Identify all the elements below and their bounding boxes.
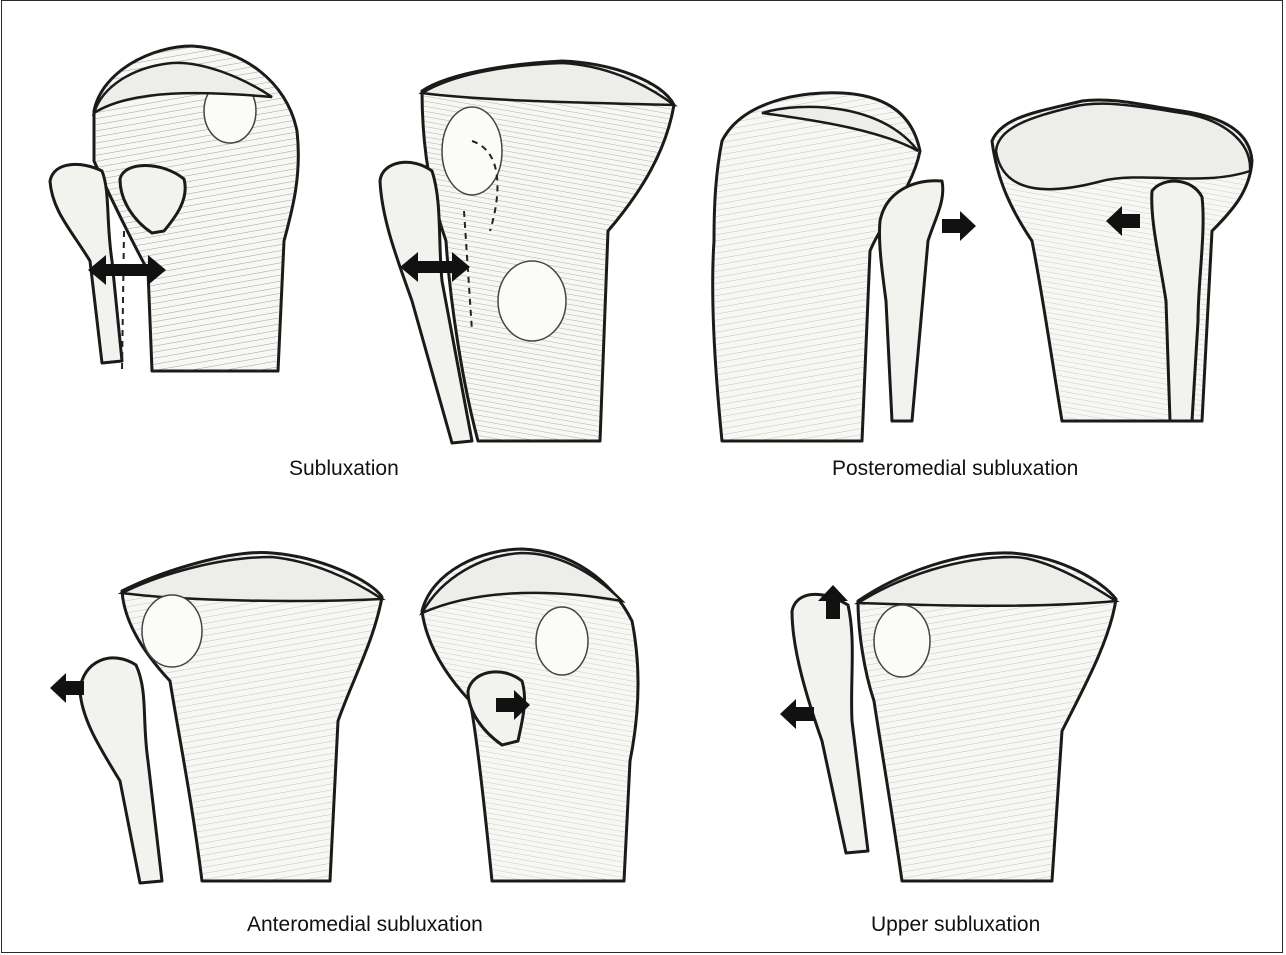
tibia-view-4 — [992, 100, 1252, 421]
panel-subluxation — [50, 46, 674, 443]
tibia-view-2 — [380, 61, 674, 443]
arrow-right-icon — [942, 211, 976, 241]
tibia-view-6 — [422, 549, 638, 881]
caption-anteromedial-subluxation: Anteromedial subluxation — [247, 913, 483, 937]
tibia-view-7 — [792, 553, 1116, 881]
tibia-view-3 — [713, 93, 943, 441]
panel-posteromedial — [713, 93, 1252, 441]
caption-subluxation: Subluxation — [289, 457, 399, 481]
panel-anteromedial — [50, 549, 638, 883]
panel-upper — [780, 553, 1116, 881]
arrow-left-icon — [50, 673, 84, 703]
caption-upper-subluxation: Upper subluxation — [871, 913, 1040, 937]
tibia-view-5 — [80, 553, 382, 883]
caption-posteromedial-subluxation: Posteromedial subluxation — [832, 457, 1078, 481]
tibia-view-1 — [50, 46, 298, 371]
